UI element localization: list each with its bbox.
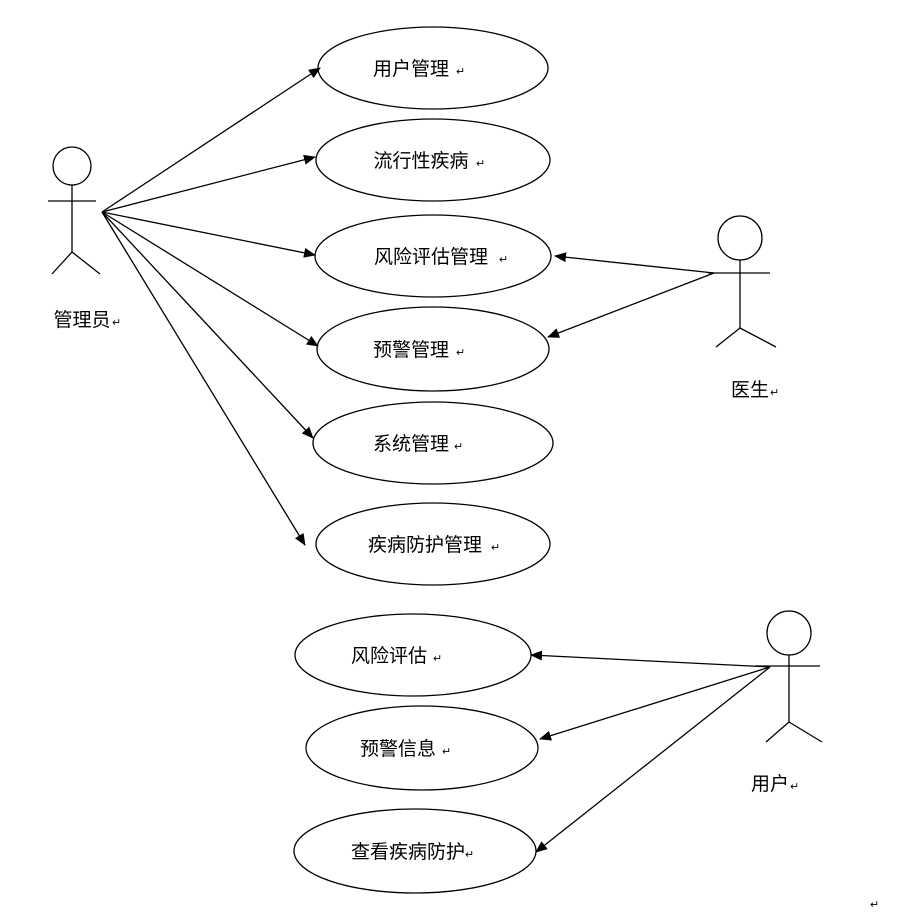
- use-case-user-management: 用户管理 ↵: [317, 26, 549, 110]
- use-case-view-disease-prevention: 查看疾病防护 ↵: [293, 808, 537, 894]
- association-doctor-warning-management: [547, 272, 715, 338]
- use-case-risk-assessment: 风险评估 ↵: [294, 613, 532, 697]
- paragraph-mark: ↵: [790, 781, 799, 793]
- association-user-risk-assessment: [530, 650, 771, 668]
- actor-head: [52, 146, 92, 186]
- actor-right-leg: [739, 327, 777, 348]
- actor-admin: [48, 146, 101, 275]
- association-user-view-prevention: [535, 666, 771, 853]
- paragraph-mark: ↵: [491, 542, 500, 554]
- use-case-warning-management: 预警管理 ↵: [316, 306, 550, 392]
- use-case-disease-prevention-management: 疾病防护管理 ↵: [315, 502, 551, 586]
- paragraph-mark: ↵: [442, 746, 451, 758]
- association-user-warning-info: [539, 666, 771, 741]
- use-case-label: 疾病防护管理: [368, 534, 482, 556]
- actor-left-leg: [51, 251, 73, 275]
- use-case-system-management: 系统管理 ↵: [312, 401, 554, 485]
- actor-doctor-label: 医生: [731, 379, 769, 401]
- actor-left-leg: [765, 721, 790, 743]
- association-admin-warning-management: [101, 211, 319, 347]
- actor-right-leg: [788, 721, 823, 743]
- paragraph-mark: ↵: [476, 158, 485, 170]
- use-case-warning-info: 预警信息 ↵: [305, 705, 539, 791]
- paragraph-mark: ↵: [454, 441, 463, 453]
- actor-user-label: 用户: [751, 773, 789, 795]
- paragraph-mark: ↵: [770, 387, 779, 399]
- use-case-label: 风险评估: [351, 645, 427, 667]
- paragraph-mark: ↵: [456, 66, 465, 78]
- use-case-label: 系统管理: [373, 433, 449, 455]
- paragraph-mark: ↵: [499, 254, 508, 266]
- use-case-label: 查看疾病防护: [351, 841, 465, 863]
- actor-head: [766, 610, 812, 656]
- actor-right-leg: [71, 251, 101, 275]
- actor-user: [755, 610, 823, 743]
- paragraph-mark: ↵: [465, 849, 474, 861]
- use-case-label: 用户管理: [373, 58, 449, 80]
- use-case-label: 流行性疾病: [373, 150, 468, 172]
- association-admin-prevention-management: [101, 211, 306, 546]
- paragraph-mark: ↵: [112, 317, 121, 329]
- association-admin-user-management: [101, 67, 321, 213]
- actor-left-leg: [715, 327, 741, 348]
- use-case-label: 预警管理: [373, 339, 449, 361]
- use-case-label: 预警信息: [360, 738, 436, 760]
- actor-doctor: [708, 215, 777, 348]
- association-admin-system-management: [101, 211, 314, 439]
- actor-admin-label: 管理员: [53, 309, 110, 331]
- association-admin-risk-management: [101, 211, 316, 258]
- paragraph-mark: ↵: [456, 347, 465, 359]
- association-doctor-risk-management: [554, 252, 715, 274]
- paragraph-mark: ↵: [433, 653, 442, 665]
- paragraph-mark: ↵: [870, 899, 879, 911]
- use-case-risk-assessment-management: 风险评估管理 ↵: [314, 214, 552, 298]
- actor-head: [717, 215, 763, 261]
- use-case-epidemic-disease: 流行性疾病 ↵: [315, 118, 551, 202]
- association-admin-epidemic: [101, 154, 316, 213]
- use-case-label: 风险评估管理: [374, 246, 488, 268]
